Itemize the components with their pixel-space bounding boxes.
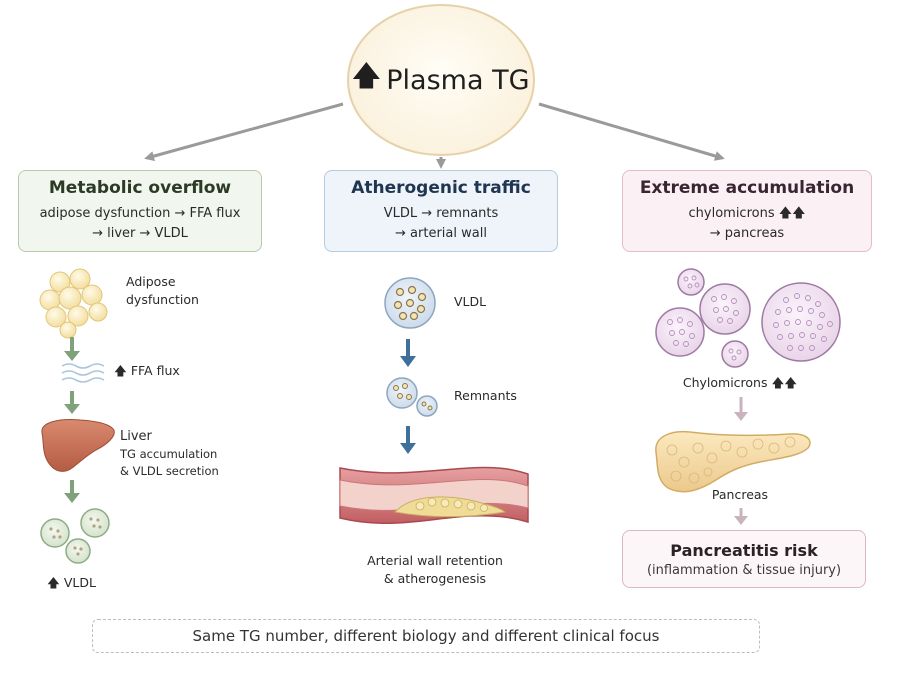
risk-title: Pancreatitis risk: [670, 540, 818, 560]
panel-atherogenic-traffic: Atherogenic traffic VLDL → remnants → ar…: [324, 170, 558, 252]
panel-line: → liver → VLDL: [92, 226, 188, 241]
pancreatitis-risk-box: Pancreatitis risk (inflammation & tissue…: [622, 530, 866, 588]
panel-title: Metabolic overflow: [48, 178, 232, 198]
footer-note: Same TG number, different biology and di…: [92, 619, 760, 653]
panel-extreme-accumulation: Extreme accumulation chylomicrons 🡅🡅 → p…: [622, 170, 872, 252]
up-arrow-icon: 🡅: [352, 61, 381, 92]
remnant-particles-icon: [386, 377, 438, 417]
liver-icon: [41, 419, 115, 472]
panel-line: adipose dysfunction → FFA flux: [39, 206, 241, 221]
right-flow-arrows: [734, 397, 748, 525]
panel-line: → arterial wall: [395, 226, 487, 241]
vldl-label: VLDL: [454, 294, 487, 309]
artery-icon: [339, 466, 529, 525]
vldl-particle-icon: [384, 277, 436, 329]
vldl-output-label: 🡅 VLDL: [47, 575, 96, 590]
artery-label: Arterial wall retention & atherogenesis: [340, 552, 530, 588]
panel-line: → pancreas: [709, 226, 785, 241]
artery-label-line: & atherogenesis: [383, 571, 487, 586]
panel-title: Atherogenic traffic: [351, 178, 531, 198]
liver-desc-line: & VLDL secretion: [120, 464, 219, 478]
liver-title: Liver: [120, 429, 152, 444]
liver-label: Liver TG accumulation & VLDL secretion: [120, 428, 219, 480]
ffa-flux-label: 🡅 FFA flux: [114, 363, 180, 378]
panel-title: Extreme accumulation: [639, 178, 855, 198]
remnants-label: Remnants: [454, 388, 517, 403]
ffa-flux-icon: [61, 363, 105, 383]
adipose-cluster-icon: [39, 268, 108, 339]
connector-right: [538, 102, 725, 161]
plasma-tg-root-node: 🡅 Plasma TG: [347, 4, 535, 156]
liver-desc-line: TG accumulation: [120, 447, 218, 461]
connector-left: [144, 102, 344, 161]
left-vldl-particles-icon: [40, 508, 110, 564]
chylomicron-particles-icon: [655, 268, 841, 368]
chylomicron-dots: [667, 275, 833, 361]
panel-line: VLDL → remnants: [383, 206, 499, 221]
pancreas-icon: [655, 430, 811, 493]
adipose-label-line: dysfunction: [126, 292, 199, 307]
artery-label-line: Arterial wall retention: [367, 553, 503, 568]
middle-flow-arrows: [400, 339, 416, 454]
chylomicrons-label: Chylomicrons 🡅🡅: [682, 375, 798, 390]
risk-subtitle: (inflammation & tissue injury): [646, 562, 842, 578]
panel-metabolic-overflow: Metabolic overflow adipose dysfunction →…: [18, 170, 262, 252]
panel-line: chylomicrons 🡅🡅: [688, 206, 806, 221]
left-flow-arrows: [64, 337, 80, 503]
adipose-label-line: Adipose: [126, 274, 176, 289]
root-title: Plasma TG: [386, 64, 530, 96]
adipose-label: Adipose dysfunction: [126, 273, 199, 309]
pancreas-label: Pancreas: [711, 487, 769, 502]
